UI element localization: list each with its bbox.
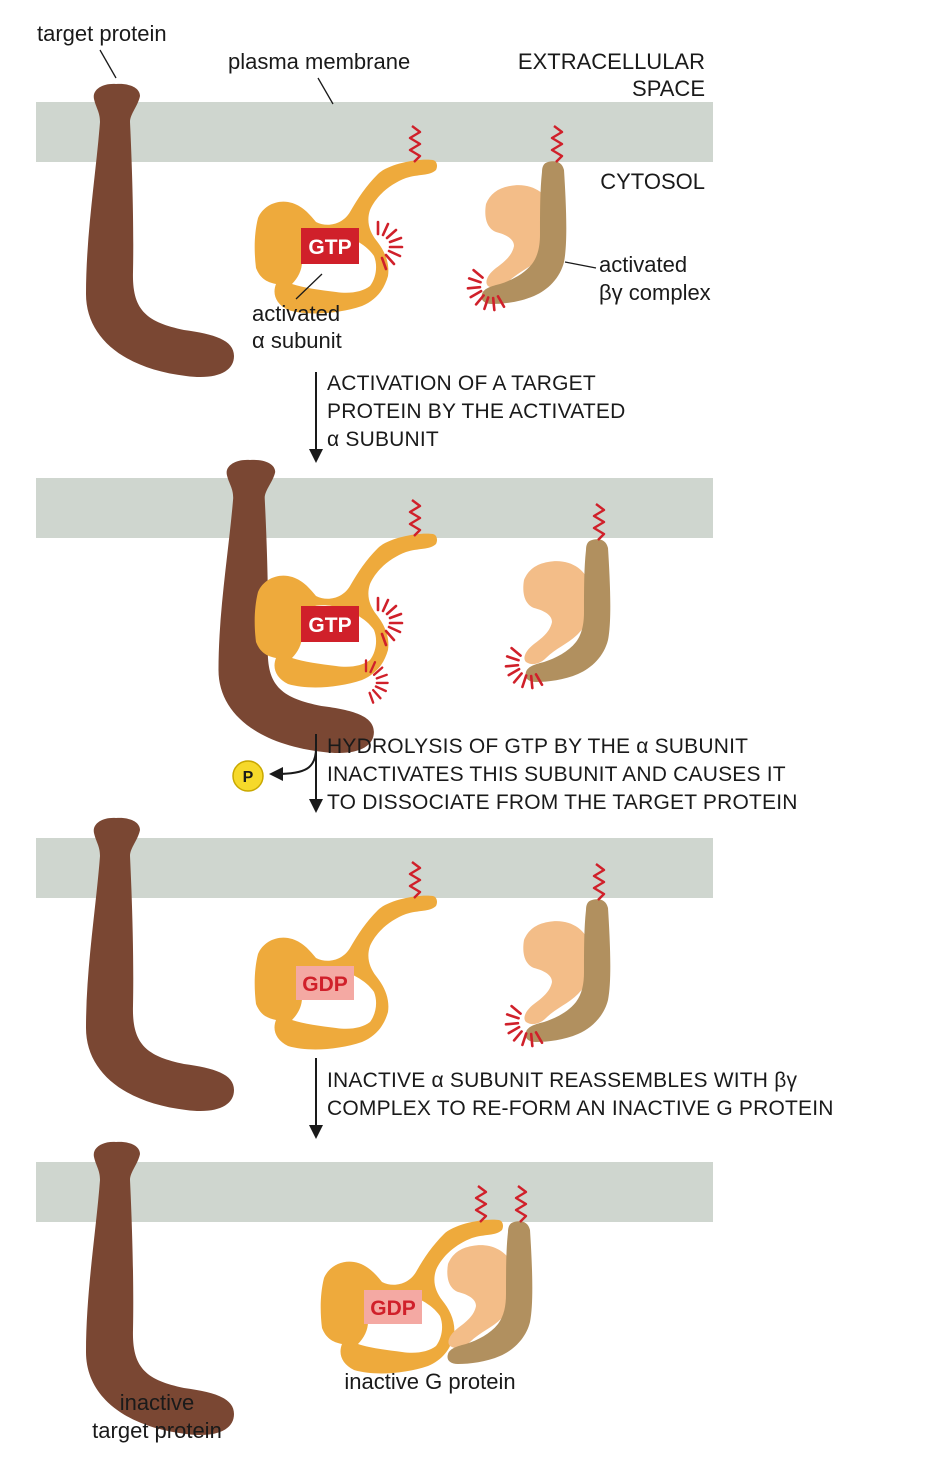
panel-4: GDP inactive G protein inactive target p… [36,1141,713,1443]
step-1-caption: ACTIVATION OF A TARGET [327,372,596,395]
plasma-membrane [36,1162,713,1222]
gtp-label: GTP [308,236,351,259]
step-1-caption-2: PROTEIN BY THE ACTIVATED [327,400,625,423]
plasma-membrane [36,478,713,538]
plasma-membrane [36,102,713,162]
plasma-membrane [36,838,713,898]
extracellular-label-2: SPACE [632,76,705,101]
panel-2: GTP [36,459,713,754]
step-2-caption-3: TO DISSOCIATE FROM THE TARGET PROTEIN [327,791,798,814]
gdp-badge: GDP [296,966,354,1000]
panel-3: GDP [36,817,713,1112]
plasma-membrane-label: plasma membrane [228,49,410,74]
step-2-caption-2: INACTIVATES THIS SUBUNIT AND CAUSES IT [327,763,786,786]
activated-bg-label: activated [599,252,687,277]
gtp-badge: GTP [301,606,359,642]
gdp-badge: GDP [364,1290,422,1324]
step-1-caption-3: α SUBUNIT [327,428,439,451]
activated-alpha-label-2: α subunit [252,328,342,353]
gtp-label: GTP [308,614,351,637]
gdp-label: GDP [302,973,348,996]
gdp-label: GDP [370,1297,416,1320]
phosphate-label: P [243,769,254,786]
phosphate-release-arrow [269,747,317,781]
cytosol-label: CYTOSOL [600,169,705,194]
target-protein-label: target protein [37,21,167,46]
activated-alpha-label: activated [252,301,340,326]
step-3-caption-2: COMPLEX TO RE-FORM AN INACTIVE G PROTEIN [327,1097,834,1120]
panel-1: GTP target protein plasma membrane EXTRA… [36,21,713,378]
gtp-badge: GTP [301,228,359,264]
step-2-caption: HYDROLYSIS OF GTP BY THE α SUBUNIT [327,735,748,758]
inactive-target-label: inactive [120,1390,195,1415]
extracellular-label: EXTRACELLULAR [518,49,705,74]
inactive-g-protein-label: inactive G protein [344,1369,515,1394]
phosphate-badge: P [232,760,264,792]
step-3-caption: INACTIVE α SUBUNIT REASSEMBLES WITH βγ [327,1069,797,1092]
activated-bg-label-2: βγ complex [599,280,711,305]
inactive-target-label-2: target protein [92,1418,222,1443]
